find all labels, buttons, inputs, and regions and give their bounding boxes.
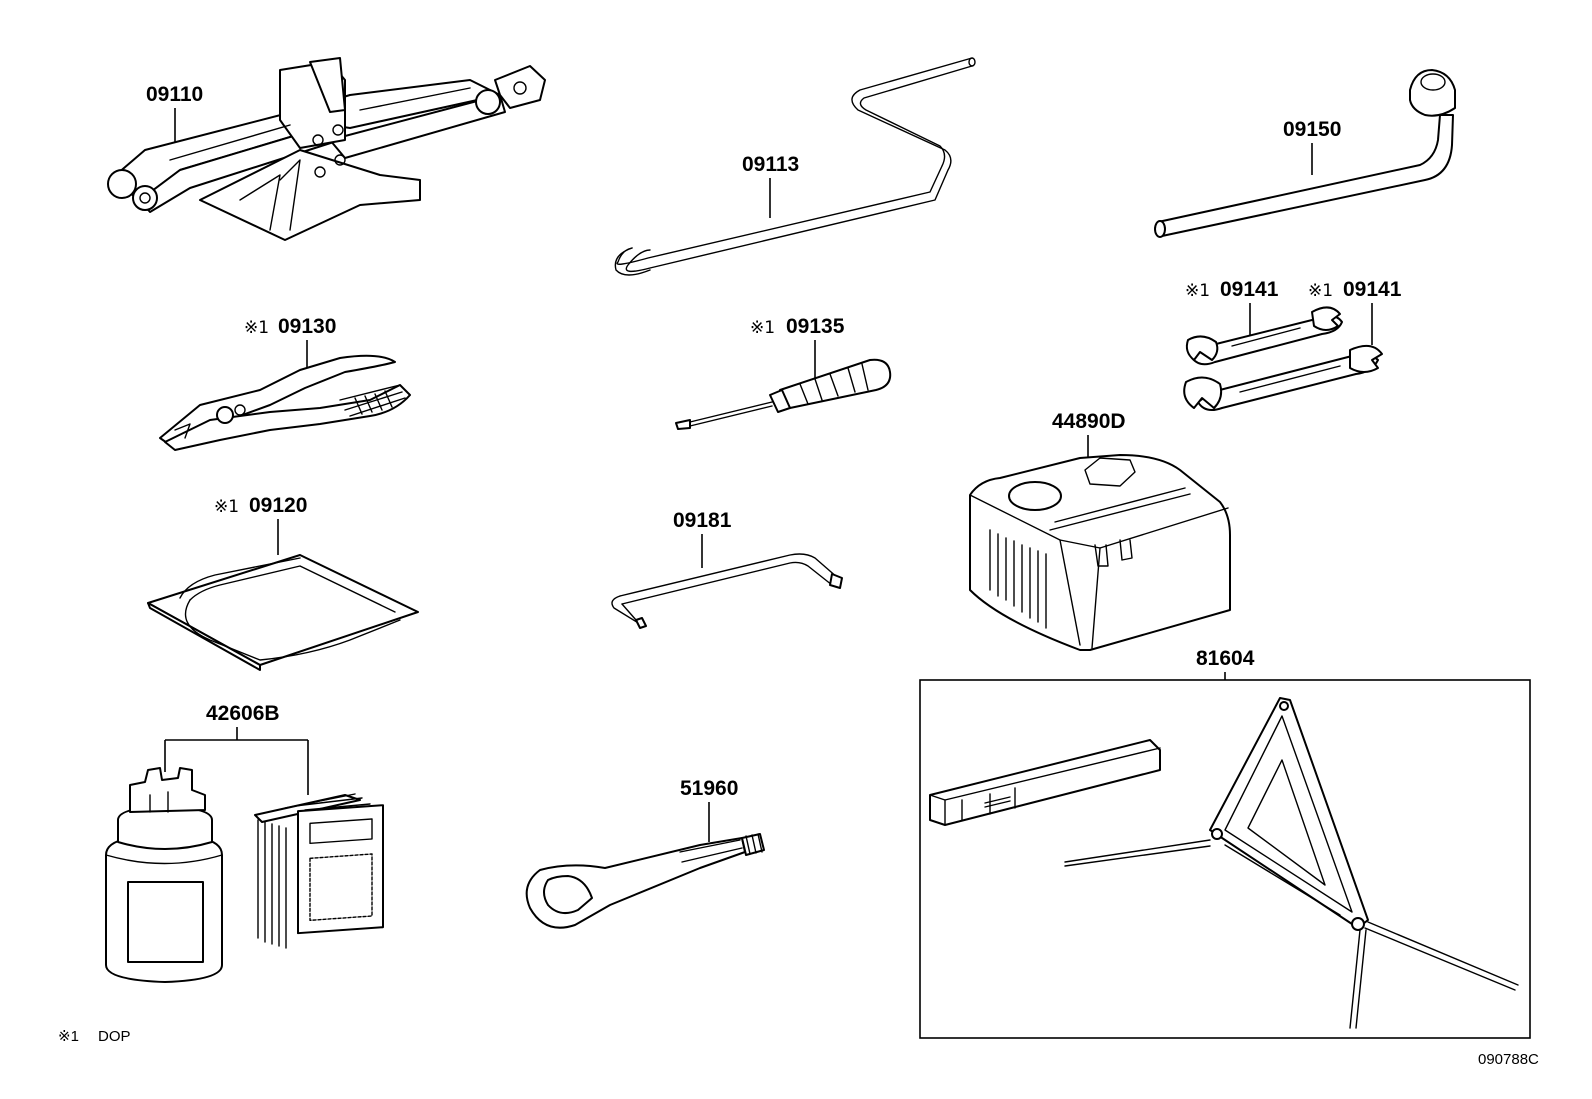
wheel-nut-wrench-part[interactable]: 09150 [1154,69,1456,238]
warning-triangle-illustration [929,697,1519,1029]
tool-bag-part[interactable]: ※1 09120 [147,494,419,671]
dop-mark-pliers: ※1 [244,318,269,338]
diagram-code: 090788C [1478,1051,1539,1068]
towing-eye-illustration [525,833,765,929]
dop-mark-screwdriver: ※1 [750,318,775,338]
part-number-wrench-lower: 09141 [1343,278,1402,301]
wrench-lower-illustration [1183,344,1383,411]
repair-patches-illustration [254,793,384,949]
wrench-upper-illustration [1185,306,1343,366]
towing-eye-part[interactable]: 51960 [525,777,765,929]
pliers-part[interactable]: ※1 09130 [159,315,411,451]
jack-illustration [107,57,546,241]
dop-mark-wrench-lower: ※1 [1308,281,1333,301]
part-number-hex-wrench: 09181 [673,509,732,532]
footnote: ※1 DOP [58,1028,131,1045]
jack-handle-illustration [614,57,976,276]
part-number-tool-bag: 09120 [249,494,307,517]
part-number-repair-kit: 42606B [206,702,280,725]
part-number-wheel-nut-wrench: 09150 [1283,118,1341,141]
part-number-towing-eye: 51960 [680,777,738,800]
warning-triangle-kit-part[interactable]: 81604 [919,647,1531,1039]
tool-bag-illustration [147,554,419,671]
screwdriver-illustration [675,358,892,430]
part-number-jack: 09110 [146,83,203,106]
jack-part[interactable]: 09110 [107,57,546,241]
repair-bottle-illustration [105,767,223,983]
part-number-screwdriver: 09135 [786,315,845,338]
part-number-jack-handle: 09113 [742,153,799,176]
compressor-part[interactable]: 44890D [969,410,1231,651]
dop-mark-wrench-upper: ※1 [1185,281,1210,301]
part-number-warning-triangle-kit: 81604 [1196,647,1255,670]
pliers-illustration [159,354,411,451]
hex-wrench-part[interactable]: 09181 [611,509,843,629]
footnote-text: DOP [98,1028,131,1045]
part-number-compressor: 44890D [1052,410,1126,433]
wheel-nut-wrench-illustration [1154,69,1456,238]
leader-repair-kit [164,727,309,795]
compressor-illustration [969,454,1231,651]
kit-box [919,679,1531,1039]
part-number-pliers: 09130 [278,315,336,338]
wrench-lower-part[interactable]: ※1 09141 [1183,278,1402,411]
footnote-mark: ※1 [58,1028,79,1045]
hex-wrench-illustration [611,553,843,629]
jack-handle-part[interactable]: 09113 [614,57,976,276]
dop-mark-tool-bag: ※1 [214,497,239,517]
repair-kit-part[interactable]: 42606B [105,702,384,983]
wrench-upper-part[interactable]: ※1 09141 [1185,278,1343,366]
screwdriver-part[interactable]: ※1 09135 [675,315,892,430]
part-number-wrench-upper: 09141 [1220,278,1279,301]
